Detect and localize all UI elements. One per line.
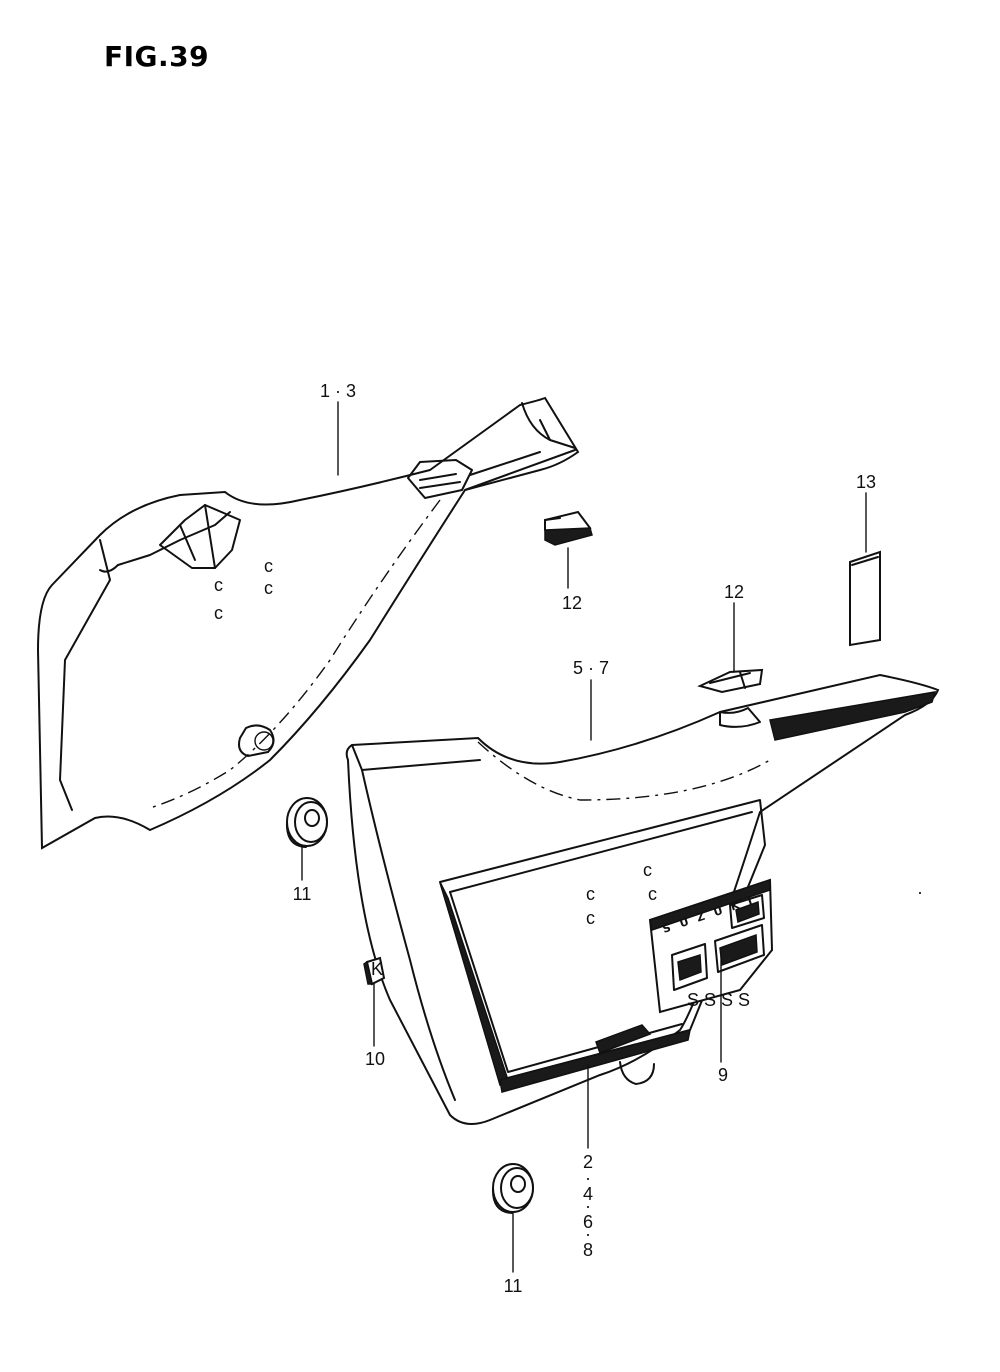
grommet-part-11-lower xyxy=(491,1163,534,1214)
figure-title: FIG.39 xyxy=(104,40,210,73)
callout-13: 13 xyxy=(856,472,876,492)
callout-4: 4 xyxy=(583,1184,593,1204)
svg-text:c: c xyxy=(264,556,273,576)
callout-dot-2: · xyxy=(585,1196,591,1216)
svg-text:c: c xyxy=(586,884,595,904)
callout-12-lower: 12 xyxy=(724,582,744,602)
decal-letter: S xyxy=(661,921,673,936)
decal-letter: U xyxy=(712,904,725,919)
callout-dot-3: · xyxy=(585,1224,591,1244)
right-side-cover: c c c c xyxy=(345,673,940,1125)
left-side-cover: c c c c xyxy=(36,396,580,850)
callout-2: 2 xyxy=(583,1152,593,1172)
decal-letter: I xyxy=(746,894,754,908)
clip-part-12-upper xyxy=(544,510,593,546)
callout-5-7: 5 · 7 xyxy=(573,658,609,678)
callout-6: 6 xyxy=(583,1212,593,1232)
callout-9: 9 xyxy=(718,1065,728,1085)
svg-text:c: c xyxy=(264,578,273,598)
callout-11-upper: 11 xyxy=(293,884,312,904)
callout-11-lower: 11 xyxy=(504,1276,523,1296)
clip-part-12-lower xyxy=(697,668,764,694)
callout-8: 8 xyxy=(583,1240,593,1260)
decal-letter: U xyxy=(678,915,691,930)
svg-text:c: c xyxy=(214,575,223,595)
svg-text:c: c xyxy=(586,908,595,928)
decal-letter: Z xyxy=(695,910,707,925)
callout-10: 10 xyxy=(365,1049,385,1069)
callout-1-3: 1 · 3 xyxy=(320,381,356,401)
callout-dot-1: · xyxy=(585,1168,591,1188)
svg-text:c: c xyxy=(214,603,223,623)
svg-text:S S S S: S S S S xyxy=(687,990,750,1010)
stray-dot: · xyxy=(917,882,923,902)
svg-text:c: c xyxy=(648,884,657,904)
grommet-part-11-upper xyxy=(285,797,328,848)
callout-12-upper: 12 xyxy=(562,593,582,613)
pad-part-13 xyxy=(849,550,881,647)
leader-lines xyxy=(301,401,867,1273)
svg-text:K: K xyxy=(371,959,383,979)
svg-text:c: c xyxy=(643,860,652,880)
clip-part-10: K xyxy=(363,956,386,986)
